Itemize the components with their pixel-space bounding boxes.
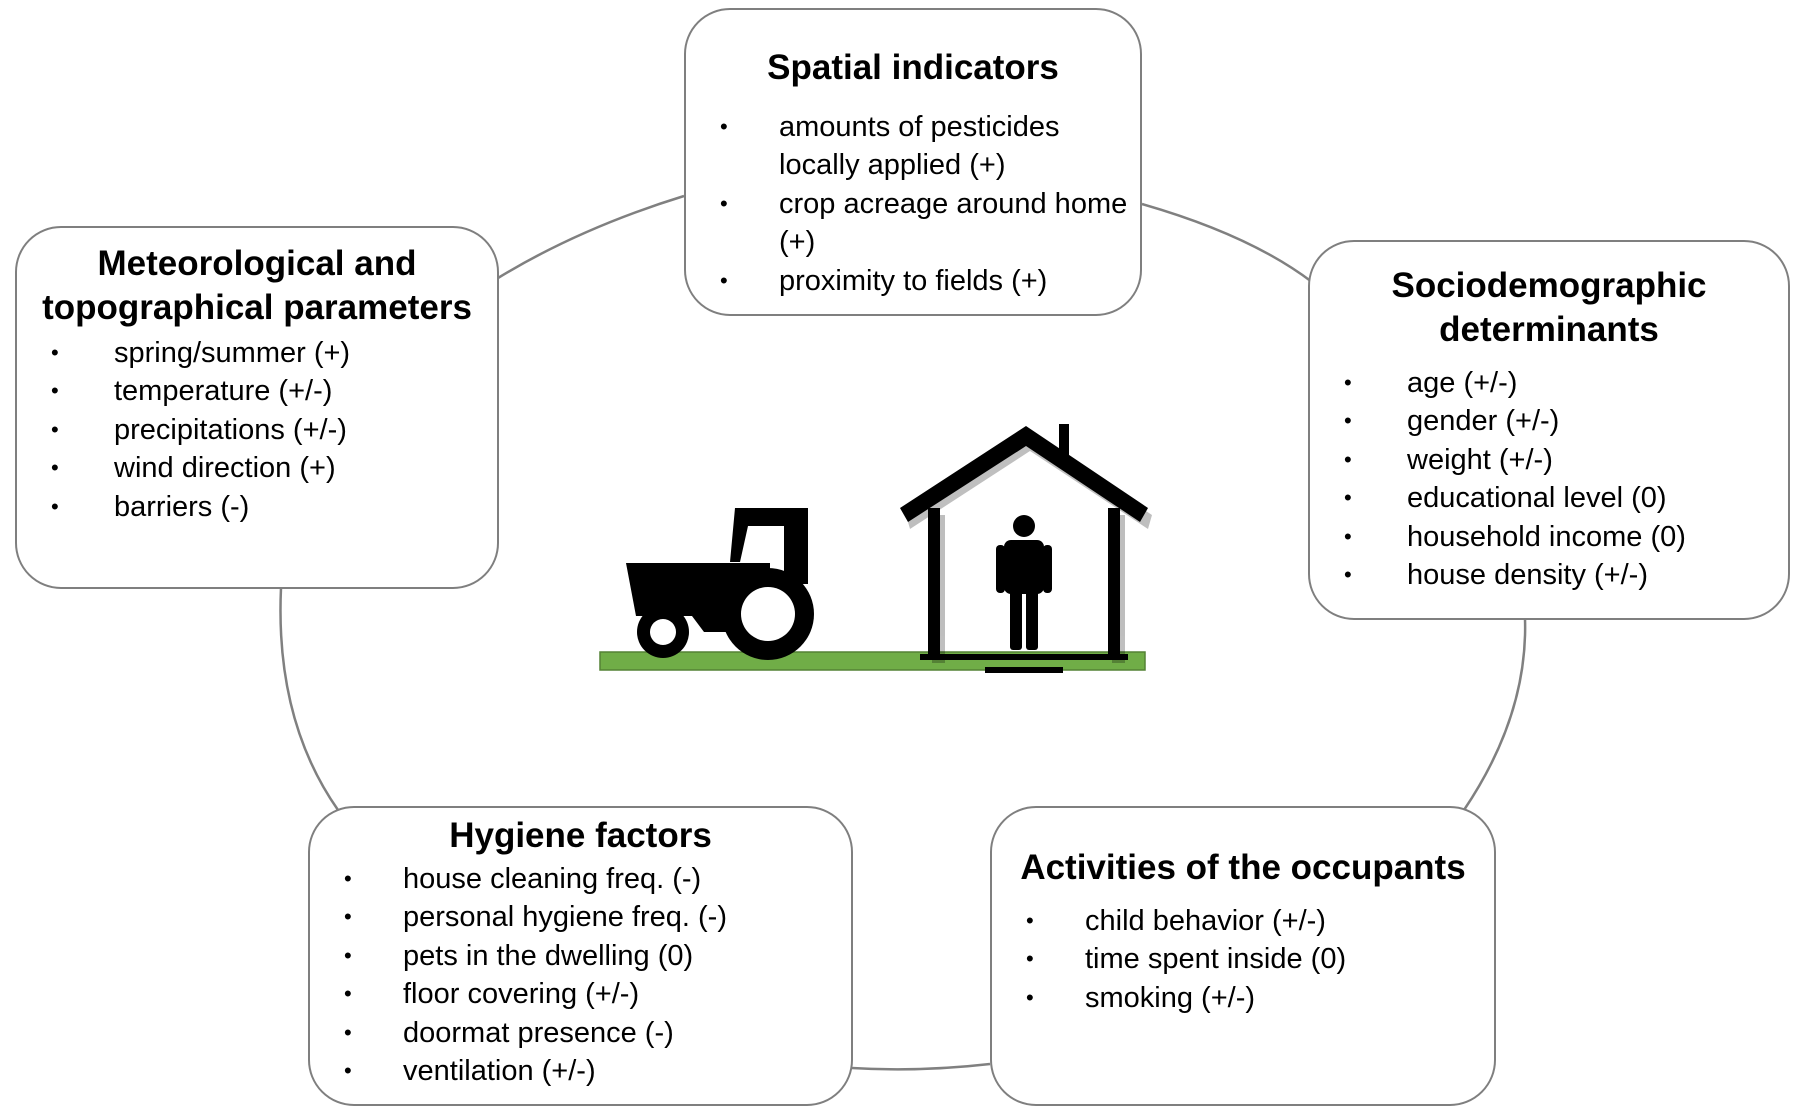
- tractor-icon: [626, 508, 814, 660]
- list-item: gender (+/-): [1310, 402, 1788, 441]
- list-item: crop acreage around home (+): [686, 185, 1140, 262]
- list-item: smoking (+/-): [992, 979, 1494, 1018]
- hygiene-factors-box: Hygiene factors house cleaning freq. (-)…: [308, 806, 853, 1106]
- activities-title: Activities of the occupants: [1020, 848, 1466, 887]
- list-item: barriers (-): [17, 488, 497, 527]
- list-item: floor covering (+/-): [310, 975, 851, 1014]
- activities-list: child behavior (+/-) time spent inside (…: [992, 902, 1494, 1018]
- sociodemographic-list: age (+/-) gender (+/-) weight (+/-) educ…: [1310, 364, 1788, 595]
- meteorological-title: Meteorological and topographical paramet…: [42, 244, 472, 327]
- connector-ring: [279, 194, 1527, 1071]
- hygiene-factors-title: Hygiene factors: [449, 816, 712, 855]
- house-icon: [900, 424, 1152, 673]
- list-item: temperature (+/-): [17, 372, 497, 411]
- list-item: amounts of pesticides locally applied (+…: [686, 108, 1140, 185]
- list-item: ventilation (+/-): [310, 1052, 851, 1091]
- list-item: doormat presence (-): [310, 1014, 851, 1053]
- list-item: age (+/-): [1310, 364, 1788, 403]
- activities-box: Activities of the occupants child behavi…: [990, 806, 1496, 1106]
- list-item: wind direction (+): [17, 449, 497, 488]
- list-item: proximity to fields (+): [686, 262, 1140, 301]
- list-item: pets in the dwelling (0): [310, 937, 851, 976]
- list-item: precipitations (+/-): [17, 411, 497, 450]
- hygiene-factors-list: house cleaning freq. (-) personal hygien…: [310, 860, 851, 1091]
- spatial-indicators-box: Spatial indicators amounts of pesticides…: [684, 8, 1142, 316]
- sociodemographic-box: Sociodemographic determinants age (+/-) …: [1308, 240, 1790, 620]
- connector-meteo-spatial: [497, 194, 685, 280]
- list-item: personal hygiene freq. (-): [310, 898, 851, 937]
- list-item: household income (0): [1310, 518, 1788, 557]
- connector-hygiene-activities: [851, 1062, 991, 1071]
- meteorological-box: Meteorological and topographical paramet…: [15, 226, 499, 589]
- list-item: spring/summer (+): [17, 334, 497, 373]
- list-item: time spent inside (0): [992, 940, 1494, 979]
- list-item: house density (+/-): [1310, 556, 1788, 595]
- connector-spatial-socio: [1141, 202, 1313, 283]
- spatial-indicators-title: Spatial indicators: [767, 48, 1059, 87]
- list-item: house cleaning freq. (-): [310, 860, 851, 899]
- list-item: educational level (0): [1310, 479, 1788, 518]
- spatial-indicators-list: amounts of pesticides locally applied (+…: [686, 108, 1140, 300]
- sociodemographic-title: Sociodemographic determinants: [1391, 266, 1707, 349]
- meteorological-list: spring/summer (+) temperature (+/-) prec…: [17, 334, 497, 526]
- person-icon: [996, 515, 1052, 650]
- list-item: child behavior (+/-): [992, 902, 1494, 941]
- connector-meteo-hygiene: [279, 587, 340, 811]
- connector-socio-activities: [1462, 618, 1527, 811]
- list-item: weight (+/-): [1310, 441, 1788, 480]
